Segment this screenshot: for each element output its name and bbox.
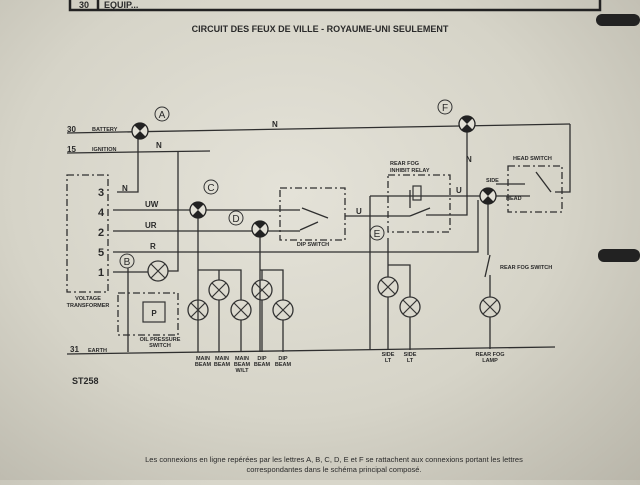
svg-text:W/LT: W/LT <box>235 368 249 374</box>
lamp-main-beam-wlt <box>230 299 252 321</box>
figure-id: ST258 <box>72 376 99 386</box>
diagram-title: CIRCUIT DES FEUX DE VILLE - ROYAUME-UNI … <box>192 24 449 34</box>
side-label: SIDE <box>486 178 499 184</box>
svg-text:D: D <box>232 214 239 225</box>
battery-rail <box>66 123 571 134</box>
svg-text:LT: LT <box>385 358 392 364</box>
transformer-label: TRANSFORMER <box>67 303 110 309</box>
svg-text:E: E <box>374 229 381 240</box>
section-title: EQUIP... <box>104 0 138 10</box>
ignition-label: IGNITION <box>92 147 116 153</box>
connector-e: E <box>369 225 385 241</box>
svg-text:F: F <box>442 103 448 114</box>
connector-a: A <box>131 106 170 140</box>
wire-label: N <box>156 141 162 150</box>
footer-note: Les connexions en ligne repérées par les… <box>145 455 523 464</box>
transformer-pins: 3 4 2 5 1 <box>98 187 105 279</box>
svg-text:1: 1 <box>98 267 104 279</box>
svg-text:SIDE: SIDE <box>382 352 395 358</box>
battery-label: BATTERY <box>92 127 118 133</box>
svg-text:DIP: DIP <box>278 356 288 362</box>
head-switch-label: HEAD SWITCH <box>513 156 552 162</box>
lamp-main-beam-2 <box>208 279 230 301</box>
binder-ring-top <box>596 14 640 26</box>
rear-fog-switch <box>484 254 491 278</box>
connector-side <box>479 187 497 205</box>
earth-rail <box>66 346 556 355</box>
wire-label: N <box>272 120 278 129</box>
svg-text:SIDE: SIDE <box>404 352 417 358</box>
svg-text:BEAM: BEAM <box>234 362 251 368</box>
svg-text:3: 3 <box>98 187 104 199</box>
wire-label: UR <box>145 221 157 230</box>
dip-switch-label: DIP SWITCH <box>297 242 329 248</box>
svg-text:BEAM: BEAM <box>275 362 292 368</box>
section-number: 30 <box>79 0 89 10</box>
wire-label: UW <box>145 200 159 209</box>
svg-text:4: 4 <box>98 207 105 219</box>
oil-switch-label: OIL PRESSURE <box>140 337 181 343</box>
connector-b: B <box>119 253 135 269</box>
svg-text:BEAM: BEAM <box>254 362 271 368</box>
svg-text:2: 2 <box>98 227 104 239</box>
head-label: HEAD <box>506 196 522 202</box>
svg-text:B: B <box>124 257 131 268</box>
head-switch <box>507 165 563 213</box>
svg-text:MAIN: MAIN <box>215 356 229 362</box>
svg-text:MAIN: MAIN <box>196 356 210 362</box>
rear-fog-switch-label: REAR FOG SWITCH <box>500 265 552 271</box>
lamp-rear-fog <box>479 296 501 318</box>
lamp-side-1 <box>377 276 399 298</box>
svg-text:LAMP: LAMP <box>482 358 498 364</box>
svg-text:C: C <box>207 183 214 194</box>
svg-text:LT: LT <box>407 358 414 364</box>
svg-text:MAIN: MAIN <box>235 356 249 362</box>
svg-text:A: A <box>159 110 166 121</box>
earth-label: EARTH <box>88 348 107 354</box>
svg-text:REAR FOG: REAR FOG <box>475 352 504 358</box>
wire-label: R <box>150 242 156 251</box>
connector-f: F <box>437 99 476 133</box>
oil-pressure-switch <box>117 292 179 336</box>
svg-text:5: 5 <box>98 247 104 259</box>
svg-text:BEAM: BEAM <box>195 362 212 368</box>
wire-label: U <box>456 186 462 195</box>
relay-label: INHIBIT RELAY <box>390 168 430 174</box>
wires <box>113 124 571 352</box>
lamp-side-2 <box>399 296 421 318</box>
wire-label: U <box>356 207 362 216</box>
warning-lamp <box>147 260 169 282</box>
wire-label: N <box>466 155 472 164</box>
lamp-dip-beam-2 <box>272 299 294 321</box>
earth-number: 31 <box>70 345 79 354</box>
rear-fog-inhibit-relay <box>387 174 451 233</box>
footer-note: correspondantes dans le schéma principal… <box>246 465 421 474</box>
wire-label: N <box>122 184 128 193</box>
section-header: 30 EQUIP... <box>68 0 602 12</box>
dip-switch <box>279 187 346 241</box>
binder-ring-bottom <box>598 249 640 262</box>
pressure-sensor-label: P <box>151 309 157 318</box>
lamp-dip-beam-1 <box>251 279 273 301</box>
connector-c: C <box>189 179 219 219</box>
svg-text:DIP: DIP <box>257 356 267 362</box>
connector-d: D <box>228 210 269 238</box>
transformer-label: VOLTAGE <box>75 296 101 302</box>
voltage-transformer <box>66 174 109 293</box>
svg-text:BEAM: BEAM <box>214 362 231 368</box>
battery-number: 30 <box>67 125 76 134</box>
oil-switch-label: SWITCH <box>149 343 171 349</box>
relay-label: REAR FOG <box>390 161 419 167</box>
ignition-number: 15 <box>67 145 76 154</box>
